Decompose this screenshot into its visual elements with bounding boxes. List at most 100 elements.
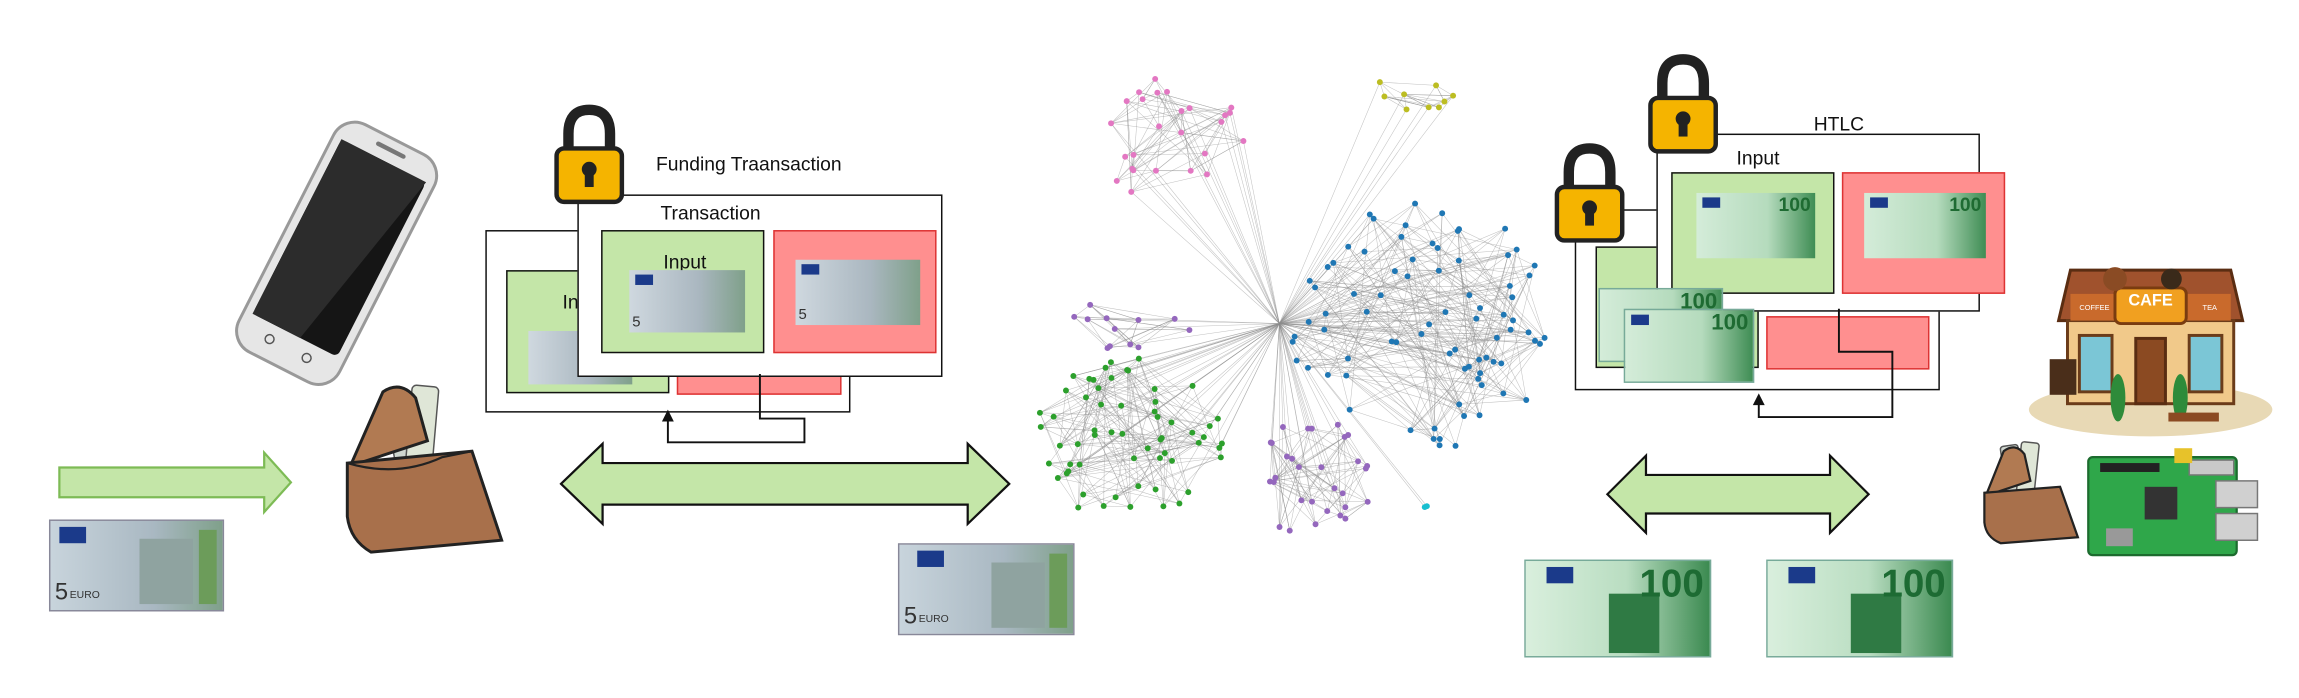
network-edge: [1350, 410, 1440, 439]
network-node: [1136, 317, 1142, 323]
network-node: [1450, 93, 1456, 99]
hundred-euro-note: 100: [1624, 309, 1755, 383]
network-node: [1305, 365, 1311, 371]
network-edge: [1131, 174, 1207, 192]
network-node: [1207, 423, 1213, 429]
network-node: [1131, 152, 1137, 158]
network-graph: [1024, 59, 1588, 593]
network-node: [1491, 359, 1497, 365]
network-node: [1287, 528, 1293, 534]
network-node: [1113, 494, 1119, 500]
network-edge: [1117, 157, 1125, 181]
network-node: [1377, 79, 1383, 85]
network-node: [1453, 443, 1459, 449]
network-node: [1362, 249, 1368, 255]
network-node: [1466, 364, 1472, 370]
network-node: [1124, 98, 1130, 104]
network-node: [1318, 464, 1324, 470]
network-edge: [1090, 305, 1106, 318]
network-node: [1124, 367, 1130, 373]
network-node: [1067, 461, 1073, 467]
network-edge: [1131, 111, 1181, 192]
network-node: [1325, 264, 1331, 270]
network-node: [1085, 316, 1091, 322]
note-value: 100: [1639, 561, 1703, 607]
network-node: [1190, 383, 1196, 389]
network-edge: [1421, 334, 1501, 363]
network-node: [1324, 508, 1330, 514]
network-node: [1330, 260, 1336, 266]
network-node: [1222, 112, 1228, 118]
network-edge: [1107, 318, 1139, 347]
network-node: [1441, 99, 1447, 105]
network-node: [1461, 413, 1467, 419]
network-node: [1136, 356, 1142, 362]
network-node: [1452, 347, 1458, 353]
network-node: [1432, 426, 1438, 432]
network-node: [1114, 178, 1120, 184]
network-node: [1228, 105, 1234, 111]
network-node: [1456, 401, 1462, 407]
network-node: [1164, 89, 1170, 95]
network-edge: [1292, 459, 1315, 524]
network-node: [1107, 343, 1113, 349]
network-node: [1426, 104, 1432, 110]
network-edge: [1165, 324, 1280, 454]
network-node: [1392, 268, 1398, 274]
network-node: [1131, 455, 1137, 461]
network-edge: [1049, 463, 1067, 473]
network-node: [1218, 454, 1224, 460]
htlc-double-arrow: [1604, 453, 1874, 539]
network-node: [1393, 339, 1399, 345]
network-node: [1371, 216, 1377, 222]
smartphone-icon: [223, 122, 460, 404]
network-edge: [1156, 92, 1167, 171]
network-node: [1364, 463, 1370, 469]
network-edge: [1156, 171, 1279, 324]
network-node: [1087, 302, 1093, 308]
network-node: [1070, 373, 1076, 379]
funding-transaction-title: Funding Traansaction: [656, 153, 842, 175]
network-node: [1136, 89, 1142, 95]
network-node: [1154, 90, 1160, 96]
network-node: [1473, 316, 1479, 322]
hundred-euro-note-bottom-right: 100: [1766, 560, 1953, 658]
network-node: [1442, 309, 1448, 315]
network-node: [1127, 504, 1133, 510]
network-node: [1500, 390, 1506, 396]
wallet-icon: [1980, 439, 2087, 546]
network-node: [1422, 504, 1428, 510]
hundred-euro-note: 100: [1864, 193, 1986, 258]
network-node: [1168, 419, 1174, 425]
note-currency: EURO: [919, 614, 949, 624]
network-edge: [1088, 319, 1280, 323]
network-node: [1405, 273, 1411, 279]
network-node: [1523, 397, 1529, 403]
network-node: [1309, 426, 1315, 432]
network-node: [1083, 394, 1089, 400]
network-node: [1118, 403, 1124, 409]
network-node: [1152, 399, 1158, 405]
network-edge: [1272, 443, 1280, 527]
note-value: 5: [904, 604, 917, 631]
network-edge: [1115, 324, 1280, 329]
network-node: [1109, 429, 1115, 435]
network-node: [1408, 427, 1414, 433]
network-node: [1160, 503, 1166, 509]
network-node: [1437, 436, 1443, 442]
network-node: [1172, 316, 1178, 322]
network-edge: [1503, 344, 1540, 394]
network-node: [1108, 375, 1114, 381]
network-node: [1483, 355, 1489, 361]
network-node: [1509, 294, 1515, 300]
network-node: [1507, 283, 1513, 289]
network-edge: [1279, 324, 1424, 508]
network-edge: [1384, 97, 1444, 102]
network-edge: [1345, 437, 1346, 507]
network-node: [1178, 130, 1184, 136]
network-node: [1532, 338, 1538, 344]
network-node: [1152, 409, 1158, 415]
network-edge: [1111, 123, 1133, 155]
network-edge: [1327, 437, 1344, 511]
network-node: [1153, 486, 1159, 492]
